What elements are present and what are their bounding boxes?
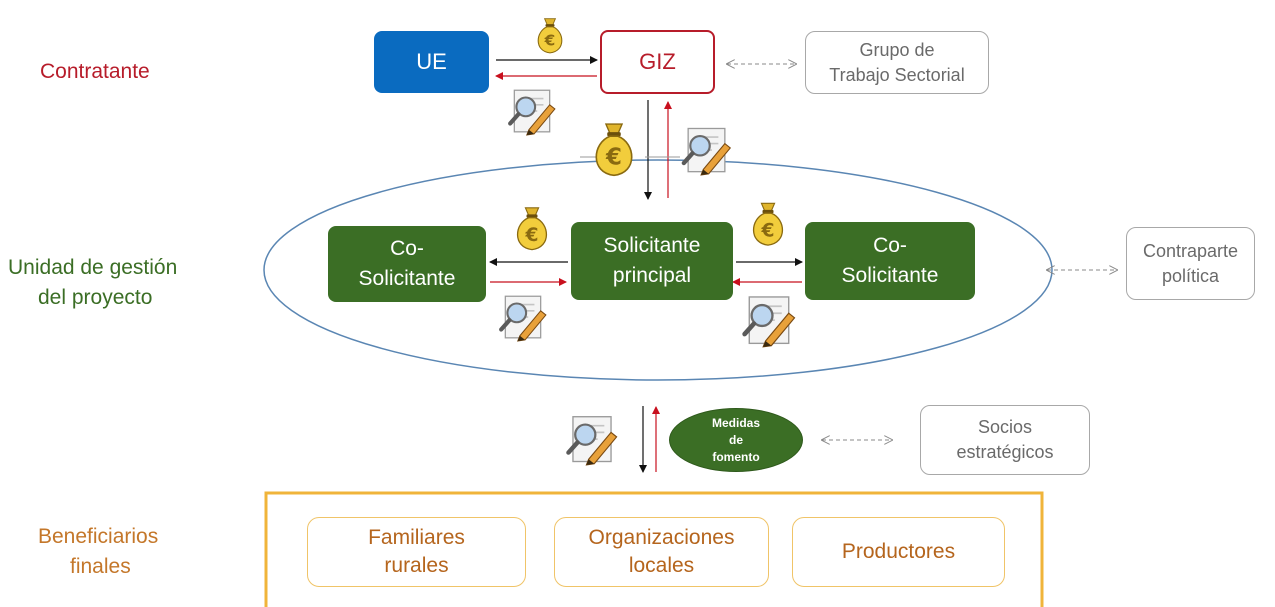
node-ue-label: UE xyxy=(416,49,447,74)
row-label-contratante: Contratante xyxy=(40,60,150,83)
row-label-unidad: Unidad de gestión del proyecto xyxy=(8,253,177,313)
node-contraparte-politica[interactable]: Contraparte política xyxy=(1126,227,1255,300)
node-co-solicitante-left[interactable]: Co- Solicitante xyxy=(328,226,486,302)
node-grupo-line2: Trabajo Sectorial xyxy=(829,64,965,85)
magnifier-pencil-report-icon xyxy=(681,127,732,176)
node-ue[interactable]: UE xyxy=(374,31,489,93)
node-medidas-line3: fomento xyxy=(712,449,760,464)
node-principal-line1: Solicitante xyxy=(603,234,701,257)
node-organizaciones-line2: locales xyxy=(628,554,695,577)
money-bag-euro-icon: € xyxy=(595,123,633,177)
beneficiaries-frame xyxy=(264,491,1044,607)
node-familiares-line1: Familiares xyxy=(368,526,465,549)
row-label-unidad-line2: del proyecto xyxy=(38,286,153,309)
magnifier-pencil-report-icon xyxy=(499,295,547,342)
node-grupo-line1: Grupo de xyxy=(859,39,935,60)
node-medidas-line1: Medidas xyxy=(711,415,760,430)
node-familiares-rurales[interactable]: Familiares rurales xyxy=(307,517,526,587)
row-label-beneficiarios-line2: finales xyxy=(70,555,131,578)
svg-text:€: € xyxy=(544,32,556,50)
magnifier-pencil-report-icon xyxy=(566,416,618,466)
node-co-solicitante-right[interactable]: Co- Solicitante xyxy=(805,222,975,300)
svg-text:€: € xyxy=(760,220,774,241)
money-bag-euro-icon: € xyxy=(537,18,563,54)
magnifier-pencil-report-icon xyxy=(742,296,796,348)
node-socios-line1: Socios xyxy=(977,417,1033,437)
node-medidas-line2: de xyxy=(728,432,743,447)
node-principal-line2: principal xyxy=(612,264,692,287)
node-co-left-line1: Co- xyxy=(390,237,424,260)
row-label-beneficiarios: Beneficiarios finales xyxy=(38,522,158,582)
node-giz-label: GIZ xyxy=(639,49,676,74)
node-giz[interactable]: GIZ xyxy=(600,30,715,94)
node-contraparte-line2: política xyxy=(1161,265,1220,286)
money-bag-euro-icon: € xyxy=(516,207,548,251)
row-label-beneficiarios-line1: Beneficiarios xyxy=(38,525,159,548)
node-grupo-trabajo[interactable]: Grupo de Trabajo Sectorial xyxy=(805,31,989,94)
node-contraparte-line1: Contraparte xyxy=(1142,240,1239,261)
node-medidas-fomento[interactable]: Medidas de fomento xyxy=(669,408,803,472)
node-socios-estrategicos[interactable]: Socios estratégicos xyxy=(920,405,1090,475)
node-productores[interactable]: Productores xyxy=(792,517,1005,587)
money-bag-euro-icon: € xyxy=(752,202,784,246)
node-solicitante-principal[interactable]: Solicitante principal xyxy=(571,222,733,300)
node-co-right-line1: Co- xyxy=(873,234,907,257)
svg-text:€: € xyxy=(524,225,538,246)
node-socios-line2: estratégicos xyxy=(956,442,1054,462)
magnifier-pencil-report-icon xyxy=(508,89,556,136)
svg-text:€: € xyxy=(605,145,622,171)
node-familiares-line2: rurales xyxy=(384,554,449,577)
node-productores-label: Productores xyxy=(841,540,956,563)
node-co-right-line2: Solicitante xyxy=(841,264,939,287)
row-label-unidad-line1: Unidad de gestión xyxy=(8,256,178,279)
node-organizaciones-locales[interactable]: Organizaciones locales xyxy=(554,517,769,587)
node-organizaciones-line1: Organizaciones xyxy=(588,526,735,549)
node-co-left-line2: Solicitante xyxy=(358,267,456,290)
